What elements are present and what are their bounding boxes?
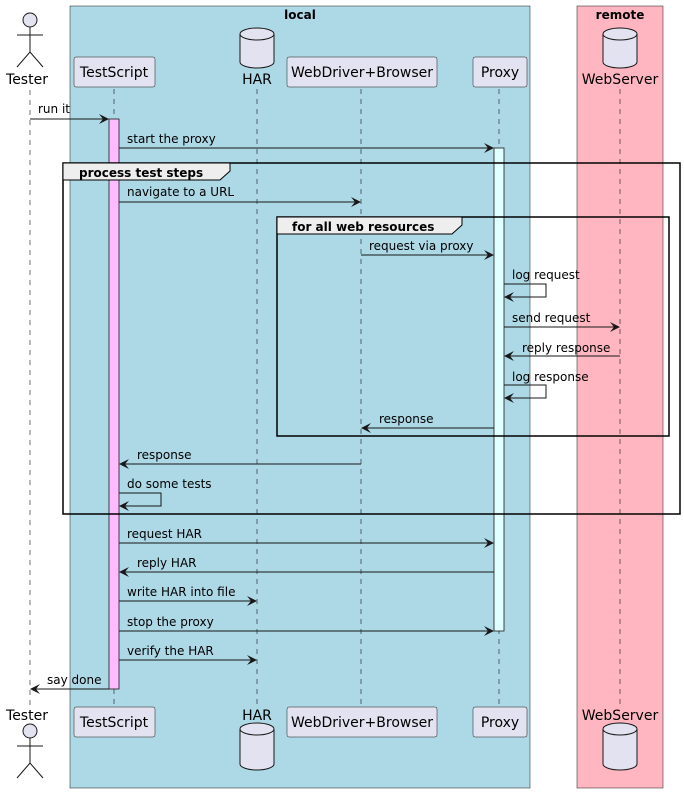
- participant-har-bottom: HAR: [239, 708, 275, 771]
- participant-webdriver-bottom: WebDriver+Browser: [286, 706, 438, 738]
- self-message-arrow: [119, 492, 162, 511]
- participant-tester-top: Tester: [5, 12, 48, 88]
- messages: [30, 114, 620, 694]
- message-label: log response: [512, 370, 589, 384]
- participant-label: HAR: [242, 72, 272, 88]
- box-remote-title: remote: [596, 8, 645, 22]
- self-message-arrow: [504, 283, 547, 302]
- message-label: write HAR into file: [127, 585, 235, 599]
- participant-label: WebServer: [582, 708, 659, 724]
- participant-label: Proxy: [481, 715, 519, 731]
- participant-testscript-top: TestScript: [73, 56, 156, 88]
- message-label: response: [137, 448, 192, 462]
- message-label: reply HAR: [137, 556, 197, 570]
- activation-testscript: [108, 118, 120, 690]
- participant-testscript-bottom: TestScript: [73, 706, 156, 738]
- message-label: response: [379, 412, 434, 426]
- database-icon: [602, 27, 638, 69]
- message-label: send request: [512, 311, 591, 325]
- participant-label: WebServer: [582, 72, 659, 88]
- box-local: local: [69, 5, 531, 789]
- participant-proxy-top: Proxy: [472, 56, 528, 88]
- participant-label: Proxy: [481, 65, 519, 81]
- frame-for-all-web-resources: for all web resources: [276, 216, 670, 437]
- actor-icon: [16, 12, 44, 68]
- database-icon: [602, 722, 638, 771]
- participant-label: HAR: [242, 708, 272, 724]
- message-label: do some tests: [127, 477, 212, 491]
- activation-proxy: [493, 147, 505, 632]
- participant-label: WebDriver+Browser: [291, 65, 433, 81]
- participant-har-top: HAR: [239, 27, 275, 88]
- message-label: stop the proxy: [127, 615, 214, 629]
- actor-icon: [16, 723, 44, 779]
- message-label: request via proxy: [369, 239, 474, 253]
- participant-label: WebDriver+Browser: [291, 715, 433, 731]
- participant-label: Tester: [5, 72, 48, 88]
- frame-for-all-web-resources-label: for all web resources: [292, 220, 434, 234]
- participant-proxy-bottom: Proxy: [472, 706, 528, 738]
- message-label: reply response: [522, 341, 610, 355]
- participant-webserver-bottom: WebServer: [582, 708, 659, 771]
- message-label: verify the HAR: [127, 644, 214, 658]
- message-label: start the proxy: [127, 132, 216, 146]
- frame-process-test-steps-label: process test steps: [79, 166, 203, 180]
- box-local-title: local: [284, 8, 316, 22]
- participant-label: TestScript: [79, 65, 149, 81]
- participant-label: TestScript: [79, 715, 149, 731]
- self-message-arrow: [504, 384, 547, 403]
- message-labels: run it start the proxy navigate to a URL…: [38, 102, 610, 687]
- database-icon: [239, 27, 275, 69]
- participant-webdriver-top: WebDriver+Browser: [286, 56, 438, 88]
- message-label: say done: [47, 673, 101, 687]
- box-remote: remote: [576, 5, 664, 789]
- message-label: run it: [38, 102, 70, 116]
- participant-tester-bottom: Tester: [5, 708, 48, 779]
- participant-label: Tester: [5, 708, 48, 724]
- message-label: request HAR: [127, 527, 202, 541]
- database-icon: [239, 722, 275, 771]
- message-label: navigate to a URL: [127, 185, 234, 199]
- message-label: log request: [512, 268, 580, 282]
- participant-webserver-top: WebServer: [582, 27, 659, 88]
- frame-process-test-steps: process test steps: [62, 162, 681, 515]
